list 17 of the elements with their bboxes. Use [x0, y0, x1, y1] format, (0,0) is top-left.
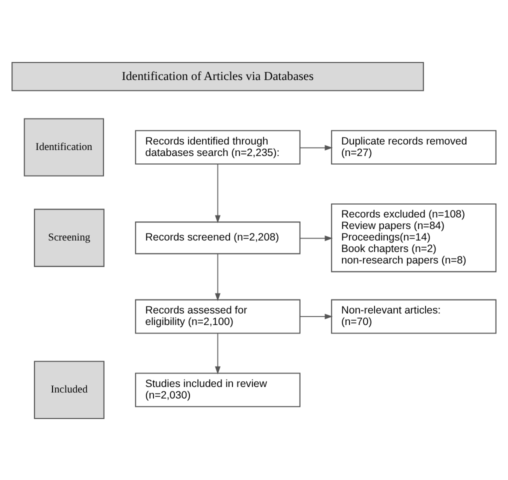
node-box: Identification	[24, 118, 104, 176]
node-box: Duplicate records removed (n=27)	[331, 130, 496, 164]
arrow	[214, 252, 221, 301]
node-box: Included	[34, 360, 104, 419]
node-box: Non-relevant articles: (n=70)	[331, 298, 496, 334]
node-box: Screening	[34, 208, 104, 266]
arrow	[300, 313, 333, 319]
node-box: Studies included in review (n=2,030)	[135, 372, 300, 407]
node-box: Records identified through databases search (n=2,235):	[135, 130, 300, 164]
node-box: Identification of Articles via Databases	[12, 61, 424, 91]
node-box: Records excluded (n=108) Review papers (n=84) Proceedings(n=14) Book chapters (n=2) non-research papers (n=8)	[331, 203, 496, 272]
arrow	[214, 163, 221, 223]
node-box: Records screened (n=2,208)	[135, 221, 300, 254]
node-box: Records assessed for eligibility (n=2,100)	[135, 298, 300, 334]
arrow	[214, 332, 221, 374]
arrow	[300, 235, 333, 241]
arrow	[300, 144, 333, 150]
